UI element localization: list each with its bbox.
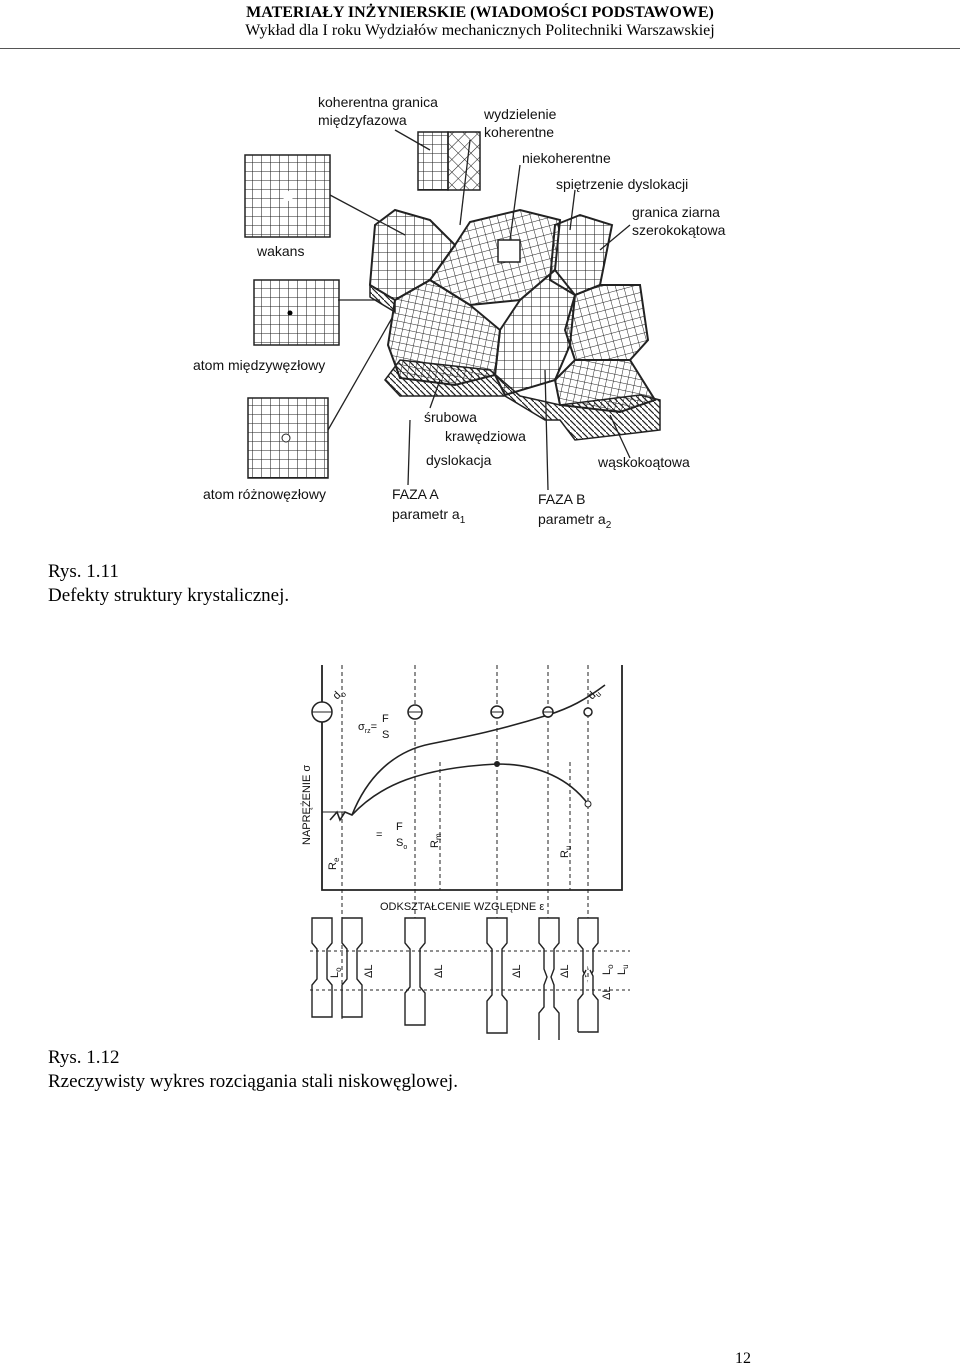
label-dL-4: ΔL [559, 965, 571, 978]
label-coherent-precipitate-1: wydzielenie [483, 106, 557, 122]
figure2-caption-text: Rzeczywisty wykres rozciągania stali nis… [48, 1071, 458, 1092]
vacancy-lattice [244, 154, 331, 238]
label-dL-3: ΔL [511, 965, 523, 978]
figure1-caption-number: Rys. 1.11 [48, 561, 119, 582]
label-d0: do [331, 686, 349, 704]
label-param-a2: parametr a2 [538, 511, 612, 531]
label-interstitial: atom międzywęzłowy [193, 357, 325, 373]
substitutional-lattice [247, 397, 329, 479]
header-title: MATERIAŁY INŻYNIERSKIE (WIADOMOŚCI PODST… [246, 4, 714, 21]
label-F-true: F [382, 713, 389, 725]
label-high-angle-boundary-1: granica ziarna [632, 204, 720, 220]
label-low-angle-boundary: wąskokoątowa [597, 454, 690, 470]
label-incoherent: niekoherentne [522, 150, 611, 166]
label-screw: śrubowa [424, 409, 477, 425]
label-Rm: Rm [429, 833, 443, 848]
label-high-angle-boundary-2: szerokokątowa [632, 222, 726, 238]
label-sigma-eq: = [376, 829, 382, 841]
interstitial-lattice [253, 279, 340, 346]
label-dL-5: ΔL [601, 987, 613, 1000]
label-coherent-interface-2: międzyfazowa [318, 112, 407, 128]
leader-lines [327, 129, 631, 491]
label-substitutional: atom różnowęzłowy [203, 486, 326, 502]
label-L0-right: Lo [601, 964, 615, 975]
label-sigma-rz: σrz= [358, 721, 377, 735]
label-Lu: Lu [616, 964, 630, 975]
tensile-test-figure: NAPRĘŻENIE σ ODKSZTAŁCENIE WZGLĘDNE ε do… [300, 665, 630, 1040]
label-Re: Re [327, 857, 341, 870]
label-dL-1: ΔL [363, 965, 375, 978]
label-phase-a: FAZA A [392, 486, 439, 502]
coherent-interface-lattice [417, 131, 481, 191]
label-dislocation: dyslokacja [426, 452, 492, 468]
page-number: 12 [735, 1350, 751, 1367]
header-subtitle: Wykład dla I roku Wydziałów mechanicznyc… [245, 22, 715, 39]
label-coherent-precipitate-2: koherentne [484, 124, 554, 140]
y-axis-label: NAPRĘŻENIE σ [300, 765, 313, 845]
label-L0: Lo [329, 967, 343, 978]
label-F-eng: F [396, 821, 403, 833]
label-S: S [382, 729, 389, 741]
label-edge: krawędziowa [445, 428, 526, 444]
grain-cluster [368, 208, 661, 441]
label-vacancy: wakans [256, 243, 304, 259]
tensile-specimens [311, 917, 599, 1040]
label-Ru: Ru [559, 846, 573, 858]
label-dislocation-pileup: spiętrzenie dyslokacji [556, 176, 688, 192]
label-coherent-interface-1: koherentna granica [318, 94, 438, 110]
x-axis-label: ODKSZTAŁCENIE WZGLĘDNE ε [380, 901, 544, 913]
label-S0: So [396, 837, 407, 851]
page-header: MATERIAŁY INŻYNIERSKIE (WIADOMOŚCI PODST… [0, 0, 960, 49]
figure2-caption-number: Rys. 1.12 [48, 1047, 120, 1068]
label-phase-b: FAZA B [538, 491, 585, 507]
label-dL-2: ΔL [433, 965, 445, 978]
crystal-defects-figure: koherentna granica międzyfazowa wydziele… [193, 94, 726, 531]
figure1-caption-text: Defekty struktury krystalicznej. [48, 585, 290, 606]
label-param-a1: parametr a1 [392, 506, 466, 526]
